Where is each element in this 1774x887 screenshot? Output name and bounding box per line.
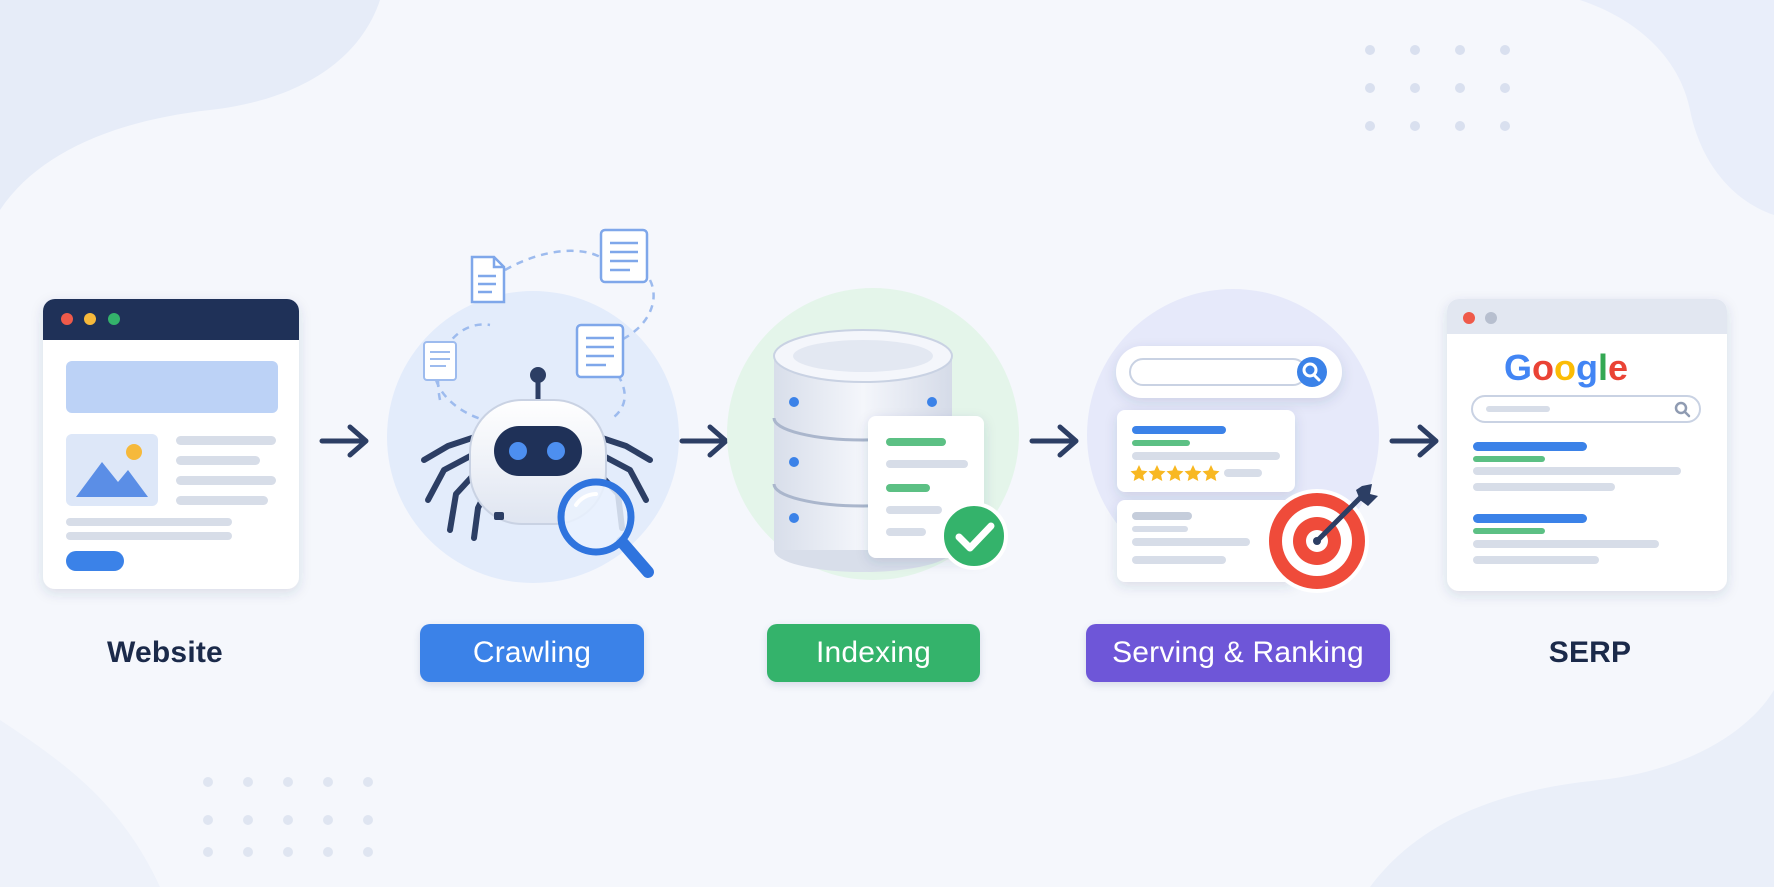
result-card-1-details: [1130, 426, 1280, 481]
target-icon: [1265, 484, 1378, 593]
step-label-serving-ranking: Serving & Ranking: [1086, 624, 1390, 682]
check-icon: [940, 502, 1008, 570]
google-logo-letter: g: [1576, 347, 1598, 388]
document-icon: [423, 341, 457, 381]
step-label-serp: SERP: [1548, 636, 1632, 669]
search-bar-details: [1129, 357, 1327, 387]
document-icon: [575, 323, 625, 379]
dot-grid-bottom-left: [203, 777, 373, 857]
arrow-right-icon: [1389, 424, 1439, 458]
magnifier-icon: [557, 478, 654, 578]
google-logo-letter: o: [1532, 347, 1554, 388]
document-icon: [470, 255, 506, 304]
google-logo-letter: e: [1608, 347, 1628, 388]
serp-browser-details: [1447, 299, 1727, 564]
star-rating-icon: [1130, 465, 1220, 481]
google-logo-letter: o: [1554, 347, 1576, 388]
dot-grid-top-right: [1365, 45, 1510, 131]
step-label-crawling: Crawling: [420, 624, 644, 682]
google-logo-letter: G: [1504, 347, 1532, 388]
document-icon: [599, 228, 649, 284]
arrow-right-icon: [679, 424, 729, 458]
step-label-indexing: Indexing: [767, 624, 980, 682]
google-logo: Google: [1504, 347, 1628, 388]
result-card-2-details: [1132, 512, 1250, 564]
arrow-right-icon: [319, 424, 369, 458]
index-document-lines: [886, 438, 968, 536]
google-logo-letter: l: [1598, 347, 1608, 388]
step-label-website: Website: [107, 636, 223, 669]
arrow-right-icon: [1029, 424, 1079, 458]
website-browser-details: [43, 299, 299, 571]
